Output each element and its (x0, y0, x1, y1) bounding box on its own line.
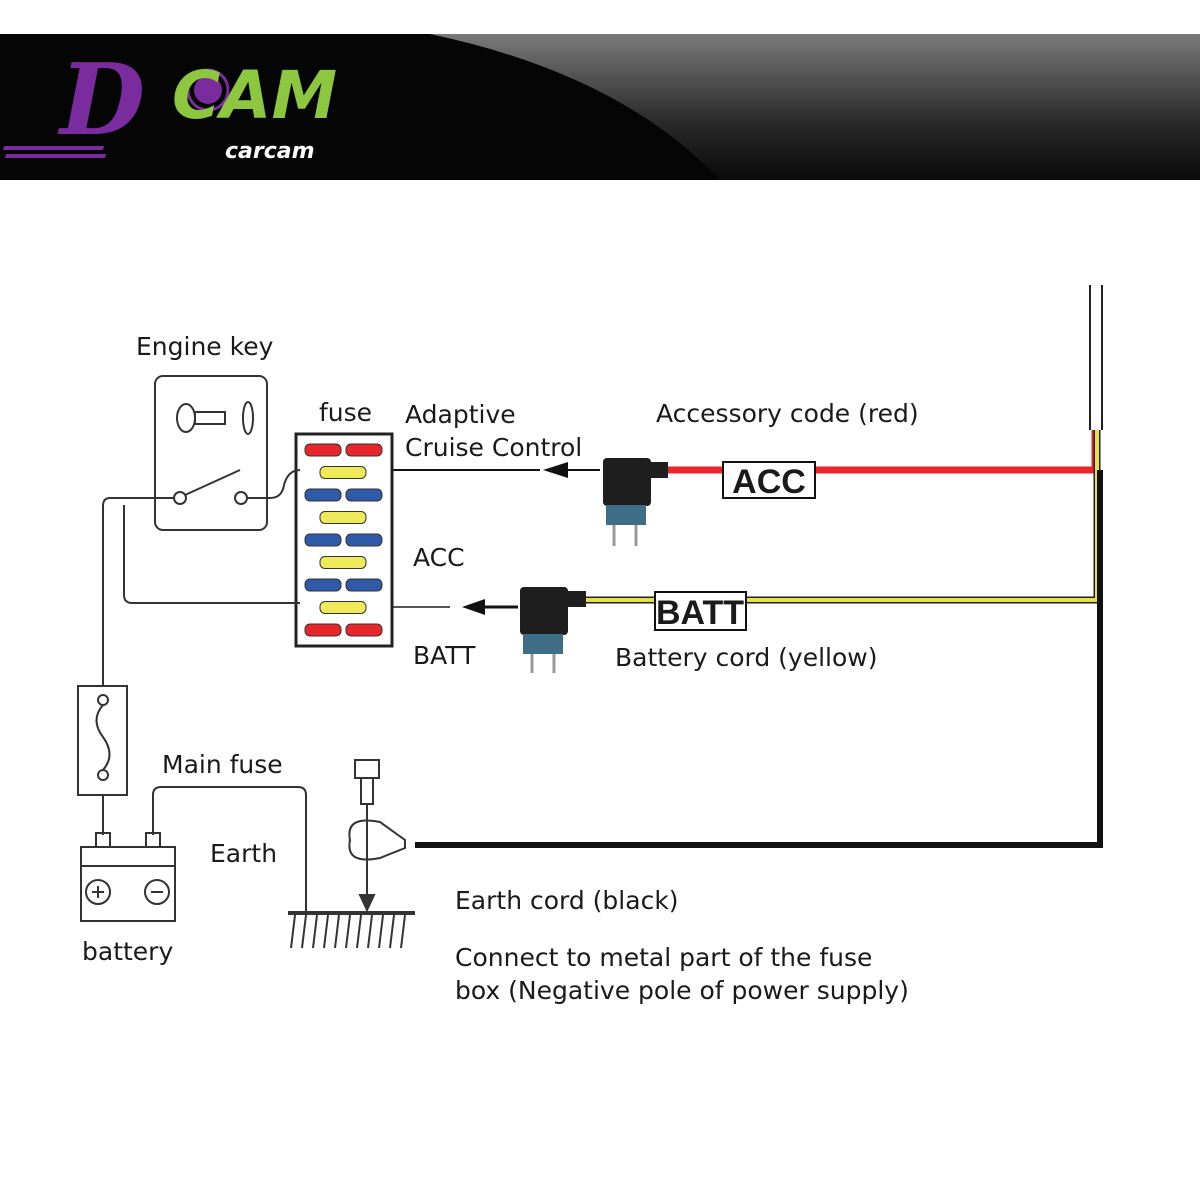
engine-key-label: Engine key (136, 332, 274, 361)
battery-icon (80, 832, 176, 922)
ground-hatch-line (389, 914, 395, 949)
add-a-fuse-batt-icon (520, 587, 586, 673)
adaptive-label-2: Cruise Control (405, 433, 582, 462)
main-cable (1089, 285, 1103, 430)
dcam-logo: D CAM carcam (2, 43, 337, 164)
arrow-batt-icon (462, 599, 485, 615)
header-graphic: D CAM carcam (2, 34, 1200, 180)
ground-hatch-line (356, 914, 362, 949)
fuse-label: fuse (319, 398, 372, 427)
fuse-icon (345, 623, 383, 637)
yellow-wire (580, 430, 1099, 602)
battery-label: battery (82, 937, 173, 966)
fuse-icon (345, 443, 383, 457)
fuse-icon (319, 601, 367, 614)
ground-bolt-icon (348, 759, 406, 913)
fuse-icon (304, 488, 342, 502)
red-wire (650, 430, 1099, 474)
ground-hatch-line (367, 914, 373, 949)
fuse-icon (304, 578, 342, 592)
ground-hatch-line (290, 914, 296, 949)
fuse-icon (304, 443, 342, 457)
fuse-box-icon (294, 432, 394, 648)
ground-hatch-line (334, 914, 340, 949)
batt-tag: BATT (656, 594, 744, 632)
battery-cord-label: Battery cord (yellow) (615, 643, 878, 672)
fuse-icon (304, 623, 342, 637)
ground-hatch-line (345, 914, 351, 949)
engine-key-switch-icon (154, 375, 268, 531)
fuse-icon (319, 466, 367, 479)
accessory-code-label: Accessory code (red) (656, 399, 919, 428)
logo-letter: D (57, 43, 145, 158)
ground-hatch-line (323, 914, 329, 949)
acc-tag-box (722, 461, 816, 499)
acc-tag: ACC (732, 463, 806, 501)
adaptive-label-1: Adaptive (405, 400, 516, 429)
main-fuse-icon (77, 685, 128, 796)
internal-wiring (102, 469, 307, 913)
main-fuse-label: Main fuse (162, 750, 283, 779)
fuse-icon (319, 556, 367, 569)
ground-hatch-line (301, 914, 307, 949)
ground-hatch-line (378, 914, 384, 949)
acc-label: ACC (413, 543, 465, 572)
ground-hatch-line (312, 914, 318, 949)
batt-label: BATT (413, 641, 476, 670)
fuse-icon (304, 533, 342, 547)
ground-hatch-line (400, 914, 406, 949)
fuse-icon (345, 488, 383, 502)
earth-label: Earth (210, 839, 277, 868)
logo-sub: carcam (225, 139, 315, 164)
batt-tag-box (654, 591, 747, 631)
connect-note-1: Connect to metal part of the fuse (455, 943, 872, 972)
earth-ground-icon (288, 911, 415, 949)
add-a-fuse-acc-icon (603, 458, 668, 546)
arrow-acc-icon (543, 462, 568, 478)
earth-cord-label: Earth cord (black) (455, 886, 679, 915)
fuse-icon (345, 578, 383, 592)
fuse-icon (345, 533, 383, 547)
brand-header: D CAM carcam (0, 34, 1200, 180)
fuse-icon (319, 511, 367, 524)
black-wire (415, 470, 1103, 848)
header-gradient (430, 34, 1200, 180)
logo-word: CAM (172, 57, 337, 134)
connect-note-2: box (Negative pole of power supply) (455, 976, 909, 1005)
